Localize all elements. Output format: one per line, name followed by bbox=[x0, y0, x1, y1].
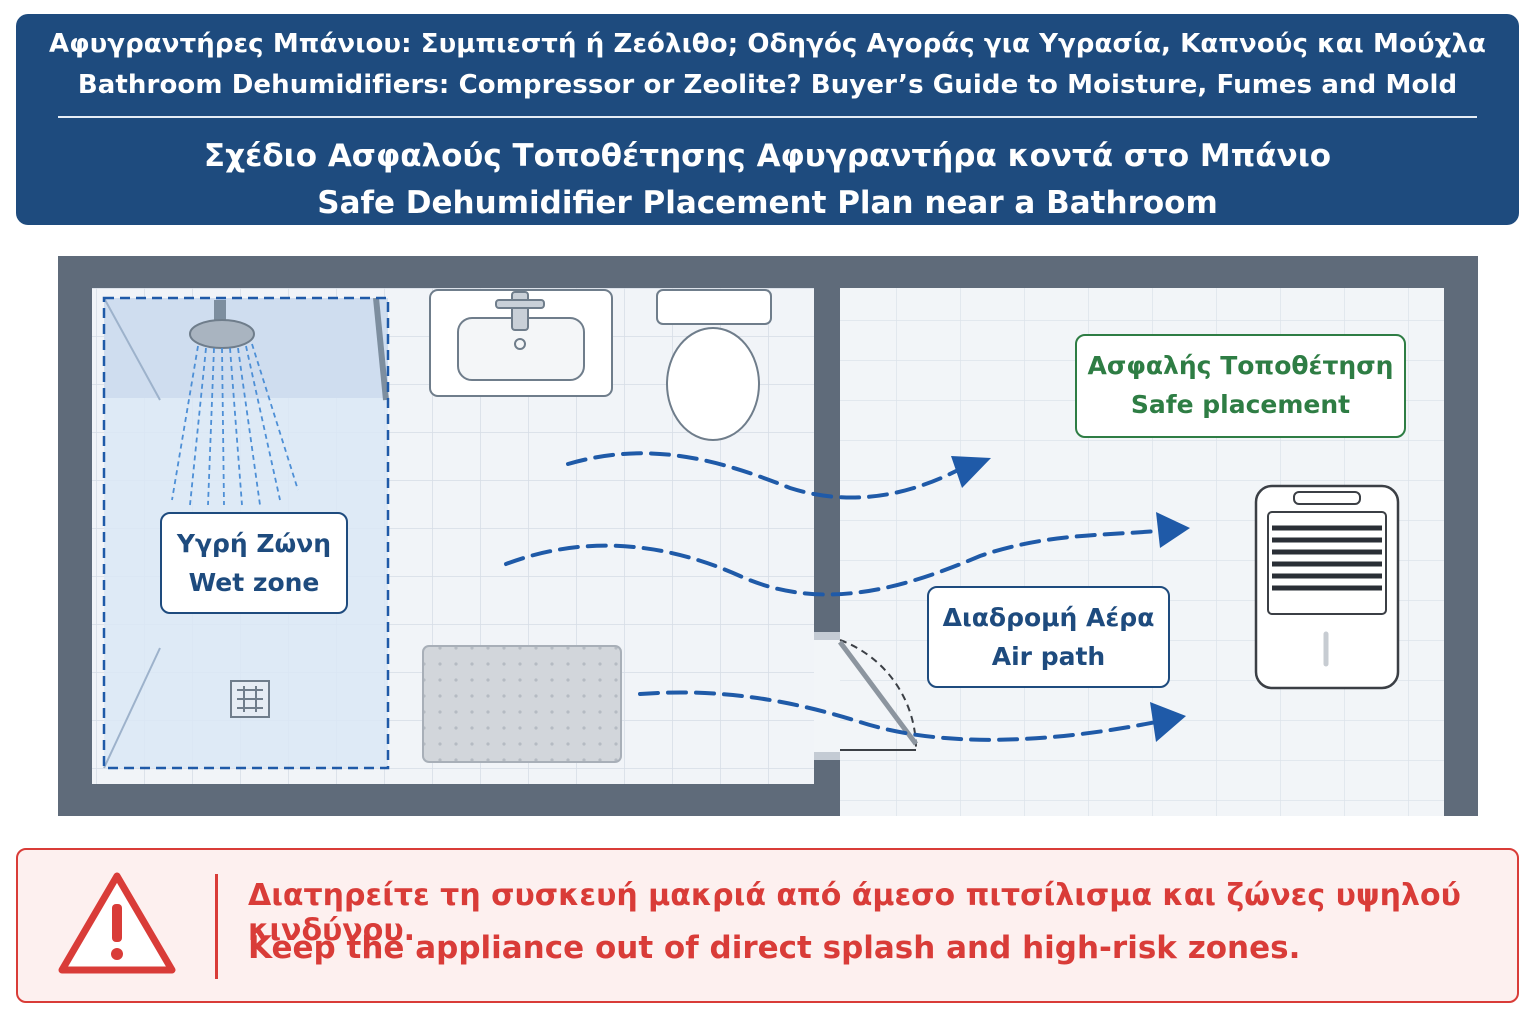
toilet-icon bbox=[656, 289, 772, 441]
safe-placement-label-greek: Ασφαλής Τοποθέτηση bbox=[1087, 351, 1394, 380]
subtitle-english: Safe Dehumidifier Placement Plan near a … bbox=[317, 185, 1218, 221]
arrowhead-top-icon bbox=[951, 456, 991, 488]
wet-zone-label-english: Wet zone bbox=[188, 568, 320, 597]
air-path-label-greek: Διαδρομή Αέρα bbox=[942, 603, 1155, 632]
title-greek: Αφυγραντήρες Μπάνιου: Συμπιεστή ή Ζεόλιθ… bbox=[48, 29, 1487, 59]
door-icon bbox=[837, 639, 919, 751]
warning-triangle-icon bbox=[58, 872, 176, 974]
drain-icon bbox=[230, 680, 270, 718]
wet-zone-label-greek: Υγρή Ζώνη bbox=[176, 529, 332, 558]
subtitle-greek: Σχέδιο Ασφαλούς Τοποθέτησης Αφυγραντήρα … bbox=[203, 138, 1332, 174]
air-path-arrow-middle bbox=[504, 525, 1173, 597]
wet-zone-label: Υγρή Ζώνη Wet zone bbox=[160, 512, 348, 614]
air-path-arrow-bottom bbox=[638, 690, 1171, 742]
air-path-arrows bbox=[504, 451, 1173, 742]
air-path-label: Διαδρομή Αέρα Air path bbox=[927, 586, 1170, 688]
warning-text-english: Keep the appliance out of direct splash … bbox=[248, 930, 1301, 966]
warning-box: Διατηρείτε τη συσκευή μακριά από άμεσο π… bbox=[16, 848, 1519, 1003]
arrowhead-bottom-icon bbox=[1150, 702, 1186, 742]
bath-mat bbox=[422, 645, 622, 763]
air-path-arrow-top bbox=[566, 451, 967, 500]
header-banner: Αφυγραντήρες Μπάνιου: Συμπιεστή ή Ζεόλιθ… bbox=[16, 14, 1519, 225]
air-path-arrowheads bbox=[951, 456, 1190, 742]
safe-placement-label-english: Safe placement bbox=[1130, 390, 1351, 419]
header-divider bbox=[58, 116, 1477, 118]
warning-text-greek: Διατηρείτε τη συσκευή μακριά από άμεσο π… bbox=[248, 878, 1461, 948]
shower-head-icon bbox=[171, 300, 299, 506]
arrowhead-middle-icon bbox=[1156, 512, 1190, 548]
sink-icon bbox=[429, 289, 613, 397]
safe-placement-label: Ασφαλής Τοποθέτηση Safe placement bbox=[1075, 334, 1406, 438]
dehumidifier-icon bbox=[1254, 484, 1400, 690]
warning-divider bbox=[215, 874, 218, 979]
title-english: Bathroom Dehumidifiers: Compressor or Ze… bbox=[77, 70, 1458, 100]
air-path-label-english: Air path bbox=[991, 642, 1106, 671]
